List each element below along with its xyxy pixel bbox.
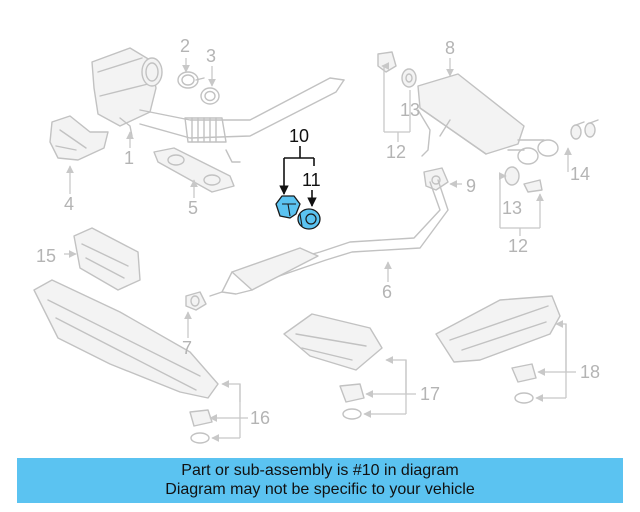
callout-7: 7: [182, 338, 192, 358]
center-pipe-part-6: [209, 179, 449, 297]
callout-1: 1: [124, 148, 134, 168]
flange-gasket-part-5: [153, 147, 235, 193]
callout-3: 3: [206, 46, 216, 66]
heat-shield-part-18: [435, 295, 561, 404]
callout-5: 5: [188, 198, 198, 218]
highlight-leader-lines: [279, 146, 317, 207]
clamp-part-7: [185, 291, 207, 311]
front-pipe: [139, 77, 345, 163]
hanger-bottom: [504, 166, 543, 193]
callout-12-top: 12: [386, 142, 406, 162]
callout-labels: 1 2 3 4 5 6 7 8 9 10 11 12 12 13 13 14 1…: [36, 36, 600, 428]
clamp-part-2: [177, 71, 205, 89]
rear-muffler: [417, 73, 559, 165]
callout-18: 18: [580, 362, 600, 382]
heat-shield-part-17: [283, 313, 383, 420]
callout-16: 16: [250, 408, 270, 428]
callout-4: 4: [64, 194, 74, 214]
callout-13-bottom: 13: [502, 198, 522, 218]
callout-2: 2: [180, 36, 190, 56]
ghost-leader-lines: [64, 58, 576, 442]
bracket-part-4: [49, 115, 109, 161]
exhaust-parts-diagram: 1 2 3 4 5 6 7 8 9 10 11 12 12 13 13 14 1…: [33, 36, 600, 444]
callout-14: 14: [570, 164, 590, 184]
exhaust-tips-part-14: [570, 119, 599, 140]
shield-part-15: [73, 227, 141, 291]
banner-line-1: Part or sub-assembly is #10 in diagram: [181, 462, 459, 479]
highlighted-part-11-mount: [297, 208, 321, 230]
callout-11: 11: [302, 170, 321, 190]
callout-13-top: 13: [400, 100, 420, 120]
highlighted-part-10-bracket: [275, 195, 301, 219]
callout-12-bottom: 12: [508, 236, 528, 256]
callout-15: 15: [36, 246, 56, 266]
heat-shield-part-16: [33, 279, 219, 444]
info-banner: Part or sub-assembly is #10 in diagram D…: [17, 458, 623, 503]
callout-6: 6: [382, 282, 392, 302]
gasket-part-3: [200, 87, 220, 105]
callout-17: 17: [420, 384, 440, 404]
callout-8: 8: [445, 38, 455, 58]
hanger-part-9: [423, 167, 449, 191]
catalytic-converter: [91, 47, 163, 137]
callout-10: 10: [289, 126, 309, 146]
callout-9: 9: [466, 176, 476, 196]
banner-line-2: Diagram may not be specific to your vehi…: [165, 481, 475, 498]
